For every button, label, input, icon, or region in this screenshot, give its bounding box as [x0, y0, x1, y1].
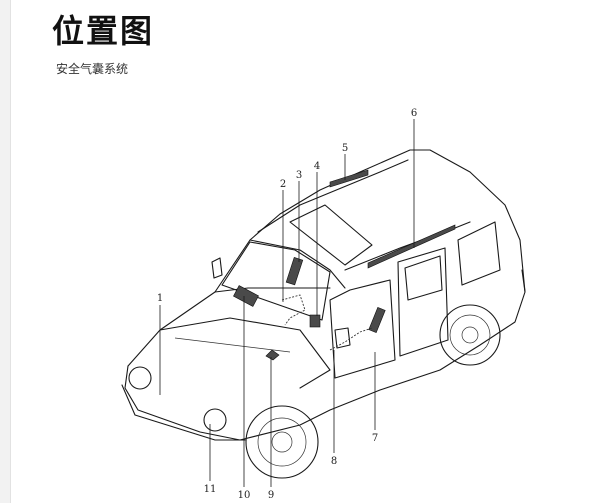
- callout-1: 1: [157, 293, 163, 304]
- page-title: 位置图: [52, 12, 155, 50]
- callout-11: 11: [204, 484, 217, 495]
- callout-10: 10: [238, 490, 251, 501]
- curtain-airbag-5: [329, 169, 369, 188]
- callout-labels: 1 2 3 4 5 6 7 8 9 10 11: [157, 108, 417, 501]
- wiring-harness-2: [281, 294, 306, 326]
- callout-9: 9: [268, 490, 274, 501]
- airbag-components: [233, 169, 456, 361]
- airbag-sensor-9: [265, 349, 280, 361]
- callout-leaders: [159, 119, 415, 487]
- callout-3: 3: [296, 170, 302, 181]
- curtain-airbag-6: [367, 224, 456, 269]
- callout-4: 4: [314, 161, 320, 172]
- airbag-module-3: [285, 257, 304, 286]
- page-left-margin: [0, 0, 11, 503]
- callout-2: 2: [280, 179, 286, 190]
- vehicle-outline: [121, 149, 526, 479]
- callout-8: 8: [331, 456, 337, 467]
- page-subtitle: 安全气囊系统: [56, 62, 129, 76]
- airbag-module-door: [368, 306, 386, 334]
- wiring-harness-8: [329, 327, 373, 351]
- airbag-module-4: [309, 314, 321, 328]
- callout-5: 5: [342, 143, 348, 154]
- airbag-module-10: [233, 285, 259, 307]
- callout-6: 6: [411, 108, 417, 119]
- callout-7: 7: [372, 433, 378, 444]
